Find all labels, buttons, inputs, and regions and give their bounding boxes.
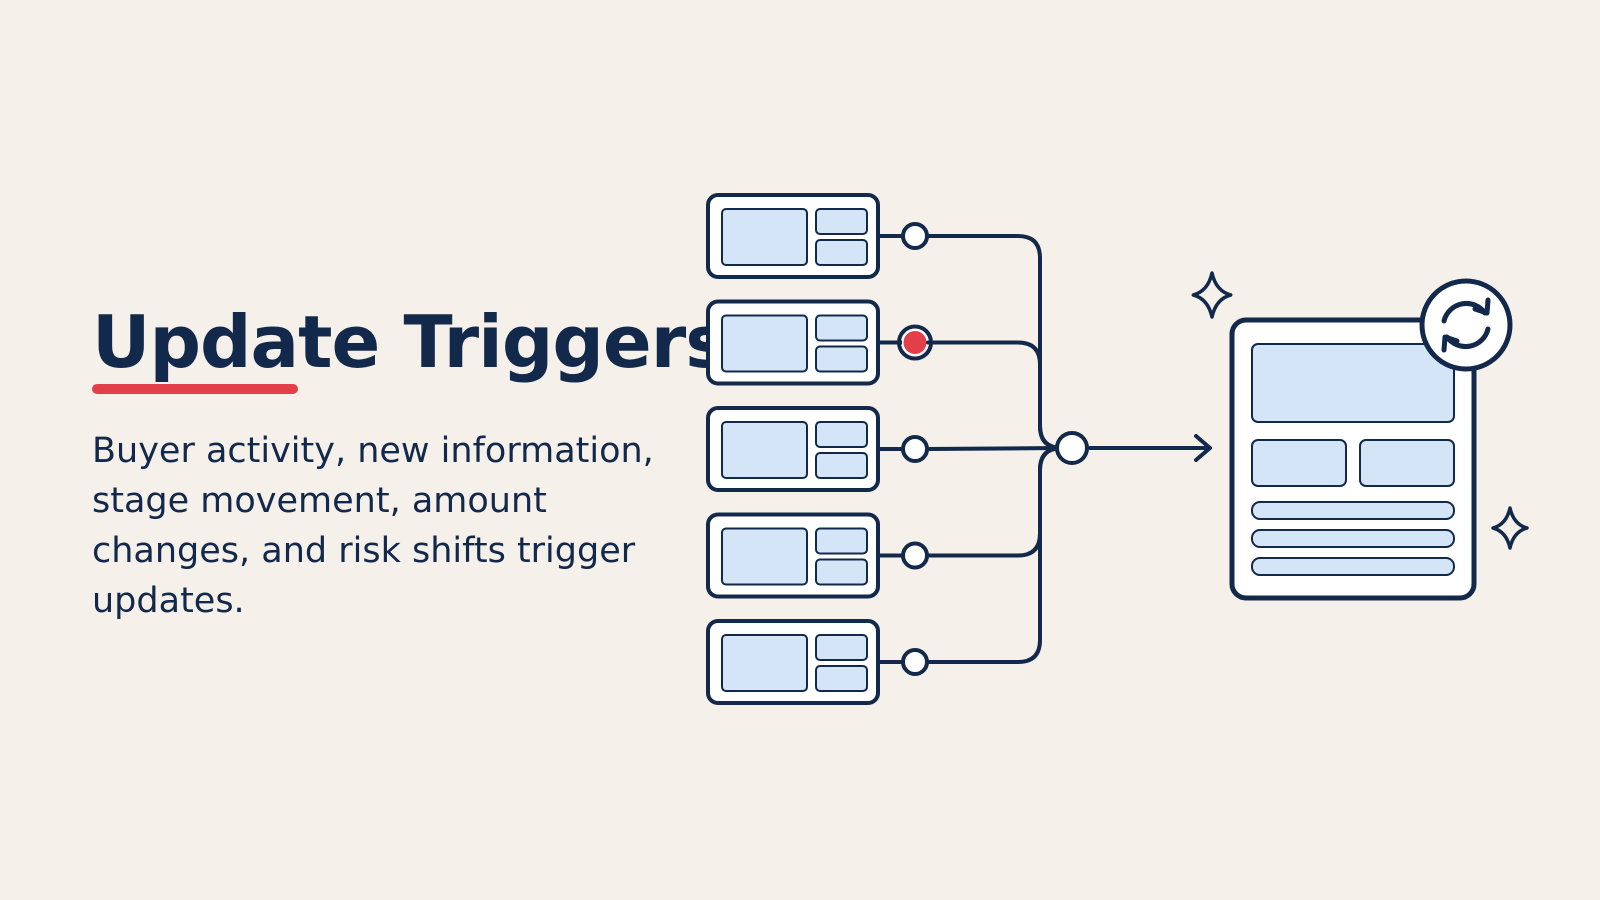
source-card-block-main bbox=[721, 527, 808, 586]
source-card-block-top bbox=[815, 208, 868, 235]
sparkle-icon bbox=[1191, 271, 1233, 319]
connector-line bbox=[926, 446, 1063, 664]
source-card-block-main bbox=[721, 208, 808, 266]
document-block-right bbox=[1359, 439, 1455, 487]
connector-line bbox=[926, 446, 1060, 451]
slide-description: Buyer activity, new information, stage m… bbox=[92, 431, 654, 621]
source-card-block-bottom bbox=[815, 239, 868, 266]
source-cards bbox=[706, 193, 933, 705]
arrow-right-icon bbox=[1194, 434, 1212, 462]
decorations bbox=[1191, 271, 1529, 550]
document-text-line bbox=[1251, 557, 1455, 576]
trigger-node-active-dot bbox=[904, 331, 926, 354]
connector-lines bbox=[878, 234, 1063, 664]
trigger-node bbox=[901, 648, 929, 676]
document-text-line bbox=[1251, 529, 1455, 548]
source-card-block-main bbox=[721, 634, 808, 692]
source-card-block-bottom bbox=[815, 345, 868, 373]
source-card bbox=[706, 193, 880, 279]
refresh-badge bbox=[1419, 278, 1513, 372]
document-text-line bbox=[1251, 501, 1455, 520]
source-card-block-top bbox=[815, 314, 868, 342]
source-card bbox=[706, 619, 880, 705]
source-card bbox=[706, 512, 880, 599]
trigger-node bbox=[901, 435, 929, 463]
output-document bbox=[1229, 278, 1513, 601]
merge-hub bbox=[1055, 431, 1212, 465]
document-header-block bbox=[1251, 343, 1455, 423]
title-underline-accent bbox=[92, 384, 298, 394]
source-card-block-top bbox=[815, 527, 868, 555]
refresh-icon-arrowhead bbox=[1441, 334, 1460, 353]
document-block-left bbox=[1251, 439, 1347, 487]
source-card-block-bottom bbox=[815, 558, 868, 586]
source-card-block-main bbox=[721, 314, 808, 373]
source-card-block-bottom bbox=[815, 452, 868, 479]
refresh-icon bbox=[1472, 297, 1491, 316]
source-card-block-top bbox=[815, 421, 868, 448]
trigger-node bbox=[901, 541, 929, 570]
source-card bbox=[706, 299, 880, 386]
source-card bbox=[706, 406, 880, 492]
sparkle-icon bbox=[1491, 506, 1529, 550]
source-card-block-top bbox=[815, 634, 868, 661]
text-block: Update Triggers Buyer activity, new info… bbox=[92, 298, 728, 626]
source-card-block-main bbox=[721, 421, 808, 479]
hub-node bbox=[1055, 431, 1089, 465]
slide-title: Update Triggers bbox=[92, 300, 728, 384]
trigger-node bbox=[901, 222, 929, 250]
source-card-block-bottom bbox=[815, 665, 868, 692]
